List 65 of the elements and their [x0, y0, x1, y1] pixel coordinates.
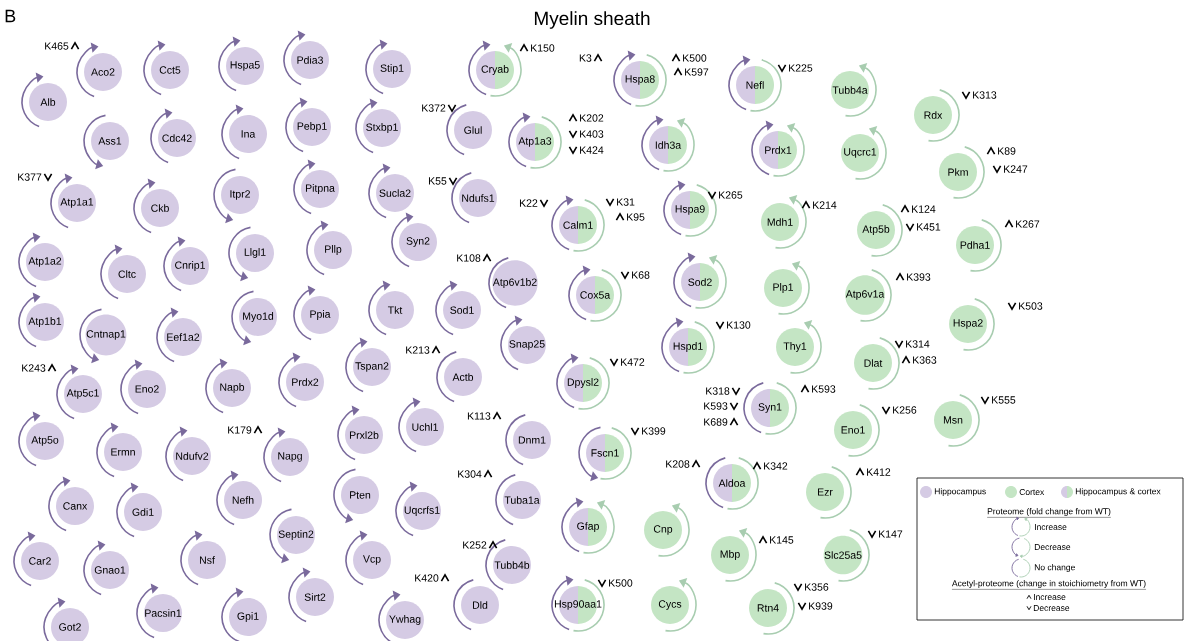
site-label: K179 — [228, 426, 252, 434]
site-label: K314 — [906, 340, 930, 348]
site-label: K393 — [907, 273, 931, 281]
site-label: K213 — [406, 346, 430, 354]
site-label: K208 — [666, 460, 690, 468]
site-label: K22 — [520, 199, 538, 207]
site-label: K89 — [998, 147, 1016, 155]
legend-text: Increase — [1034, 594, 1066, 600]
site-label: K403 — [580, 130, 604, 138]
site-label: K214 — [813, 201, 837, 209]
site-label: K500 — [609, 579, 633, 587]
site-label: K377 — [18, 173, 42, 181]
site-label: K202 — [580, 114, 604, 122]
site-label: K318 — [706, 387, 730, 395]
title: Myelin sheath — [534, 11, 650, 29]
site-label: K372 — [422, 104, 446, 112]
site-label: K55 — [429, 177, 447, 185]
site-label: K399 — [642, 427, 666, 435]
site-label: K356 — [805, 583, 829, 591]
site-label: K503 — [1019, 302, 1043, 310]
site-label: K265 — [719, 191, 743, 199]
site-label: K472 — [621, 358, 645, 366]
site-label: K267 — [1016, 220, 1040, 228]
panel-letter: B — [5, 9, 16, 23]
site-label: K256 — [893, 406, 917, 414]
site-label: K420 — [415, 574, 439, 582]
site-label: K3 — [579, 54, 592, 62]
legend-text: Increase — [1035, 524, 1067, 530]
site-label: K150 — [531, 44, 555, 52]
legend-text: Hippocampus — [934, 488, 986, 496]
site-label: K147 — [879, 530, 903, 538]
site-label: K252 — [463, 541, 487, 549]
site-label: K412 — [867, 468, 891, 476]
site-label: K31 — [617, 198, 635, 206]
site-label: K593 — [704, 402, 728, 410]
site-label: K500 — [683, 54, 707, 62]
site-label: K689 — [704, 418, 728, 426]
site-label: K451 — [917, 223, 941, 231]
legend-heading: Acetyl-proteome (change in stoichiometry from WT) — [951, 580, 1147, 590]
site-label: K465 — [45, 42, 69, 50]
legend-heading: Proteome (fold change from WT) — [986, 508, 1112, 518]
site-label: K243 — [22, 364, 46, 372]
site-label: K225 — [789, 64, 813, 72]
site-label: K130 — [727, 321, 751, 329]
site-label: K342 — [764, 462, 788, 470]
legend-text: Cortex — [1019, 489, 1045, 495]
site-label: K363 — [913, 356, 937, 364]
site-label: K247 — [1004, 165, 1028, 173]
site-label: K424 — [580, 146, 604, 154]
site-label: K304 — [458, 470, 482, 478]
site-label: K95 — [627, 213, 645, 221]
site-label: K108 — [457, 254, 481, 262]
site-label: K313 — [973, 91, 997, 99]
site-label: K124 — [912, 205, 936, 213]
site-label: K593 — [812, 385, 836, 393]
site-label: K555 — [992, 396, 1016, 404]
site-label: K597 — [685, 68, 709, 76]
site-label: K68 — [632, 271, 650, 279]
site-label: K939 — [809, 602, 833, 610]
site-label: K145 — [770, 536, 794, 544]
site-label: K113 — [467, 412, 491, 420]
legend-text: Decrease — [1033, 605, 1070, 611]
legend-text: Hippocampus & cortex — [1075, 488, 1161, 496]
legend-text: Decrease — [1034, 544, 1071, 550]
legend-text: No change — [1034, 564, 1075, 572]
